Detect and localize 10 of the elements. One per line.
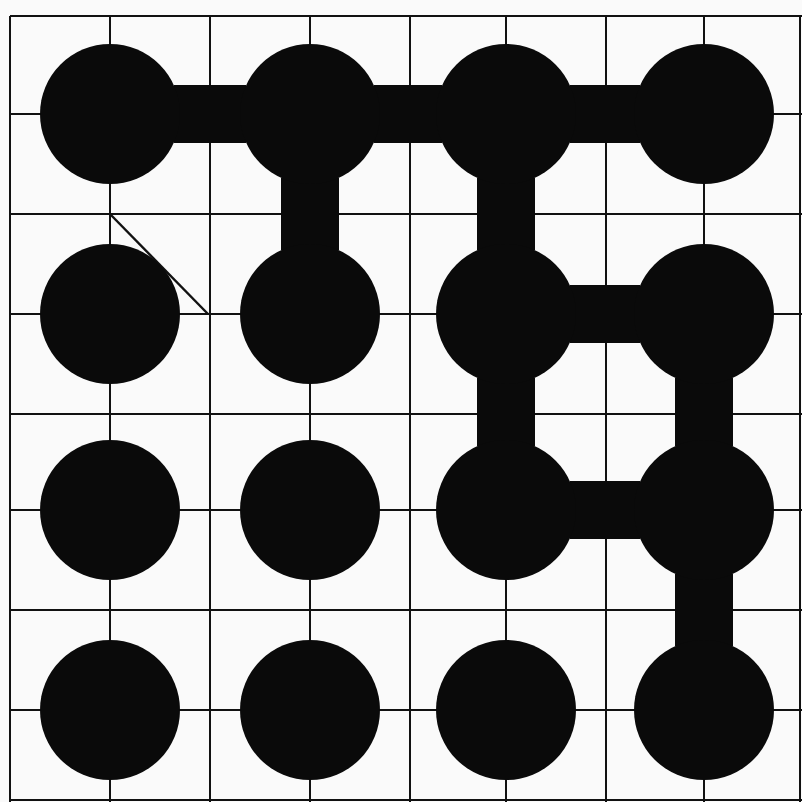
connector-bar [675, 574, 733, 646]
connector-bar [281, 178, 339, 250]
connector-bar [570, 85, 640, 143]
connector-bar [374, 85, 442, 143]
connector-bar [477, 378, 535, 446]
connector-bar [477, 178, 535, 250]
connector-bar [570, 481, 640, 539]
connector-bar [570, 285, 640, 343]
connector-bar [675, 378, 733, 446]
connector-bar [174, 85, 246, 143]
